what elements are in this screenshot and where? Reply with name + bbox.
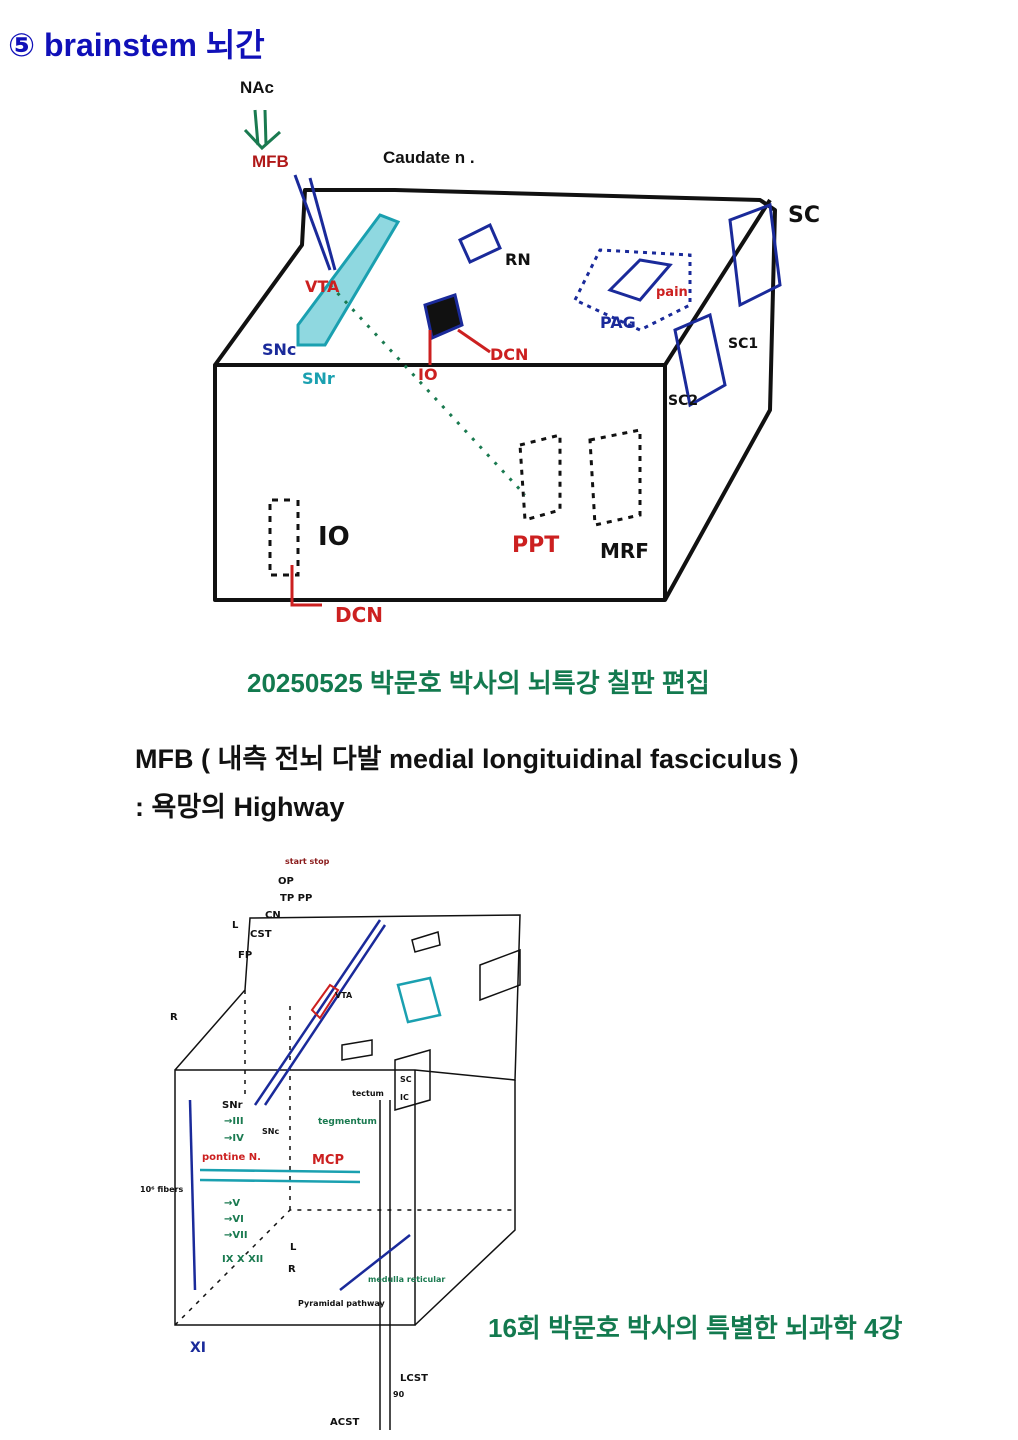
mcp-label: MCP	[312, 1153, 344, 1168]
l-label: L	[232, 920, 239, 931]
cn-label: CN	[265, 910, 281, 921]
nac-arrow-icon	[243, 109, 281, 151]
sc2-label: SC2	[668, 393, 698, 409]
ic-label: IC	[400, 1093, 409, 1102]
nac-label: NAc	[240, 78, 275, 97]
vta-label-2: VTA	[335, 991, 353, 1000]
io-label: IO	[318, 522, 350, 552]
caption-lecture-date: 20250525 박문호 박사의 뇌특강 칠판 편집	[247, 668, 710, 698]
cn-ix-x-xii-label: IX X XII	[222, 1254, 263, 1265]
snc-label-2: SNc	[262, 1127, 279, 1136]
cn-vi-label: →VI	[224, 1214, 244, 1225]
dcn-label: DCN	[335, 603, 383, 627]
cn-v-label: →V	[224, 1198, 240, 1209]
fp-label: FP	[238, 950, 252, 961]
percent-label: 90	[393, 1390, 405, 1399]
vta-label: VTA	[305, 277, 340, 296]
sc-label-2: SC	[400, 1075, 412, 1084]
sc1-label: SC1	[728, 336, 758, 352]
tegmentum-label: tegmentum	[318, 1117, 377, 1127]
snr-label: SNr	[302, 369, 335, 388]
cst-label: CST	[250, 929, 272, 940]
page-title: ⑤ brainstem 뇌간	[8, 27, 265, 63]
tectum-label: tectum	[352, 1089, 384, 1098]
brainstem-3d-sketch: start stop OP TP PP CN L CST FP R VTA SN…	[140, 857, 521, 1430]
lcst-label: LCST	[400, 1373, 428, 1384]
caudate-label: Caudate n .	[383, 148, 475, 167]
brainstem-sketch: VTA SNc SNr IO DCN RN PAG pain SC SC1 SC…	[213, 109, 820, 627]
sc-label: SC	[788, 203, 820, 228]
mfb-label: MFB	[252, 152, 289, 171]
start-stop-label: start stop	[285, 857, 330, 866]
op-label: OP	[278, 876, 294, 887]
mfb-definition: MFB ( 내측 전뇌 다발 medial longituidinal fasc…	[135, 744, 799, 774]
snc-label: SNc	[262, 340, 296, 359]
pain-label: pain	[656, 285, 688, 300]
snr-label-2: SNr	[222, 1100, 243, 1111]
io-small-label: IO	[418, 365, 438, 384]
pontine-label: pontine N.	[202, 1152, 261, 1163]
rn-label: RN	[505, 250, 531, 269]
pag-label: PAG	[600, 313, 636, 332]
dcn-top-label: DCN	[490, 345, 528, 364]
ppt-label: PPT	[512, 533, 559, 558]
mrf-label: MRF	[600, 539, 649, 563]
cn-iv-label: →IV	[224, 1133, 244, 1144]
mfb-bundle	[296, 213, 401, 347]
r-label: R	[170, 1012, 178, 1023]
fibers-label: 10⁶ fibers	[140, 1185, 183, 1194]
r-label-2: R	[288, 1264, 296, 1275]
cn-xi-label: XI	[190, 1340, 206, 1356]
mfb-subtitle: : 욕망의 Highway	[135, 792, 345, 822]
cn-iii-label: →III	[224, 1116, 244, 1127]
l-label-2: L	[290, 1242, 297, 1253]
tp-label: TP PP	[280, 893, 312, 904]
pyramidal-label: Pyramidal pathway	[298, 1299, 385, 1308]
medulla-label: medulla reticular	[368, 1275, 445, 1284]
cn-vii-label: →VII	[224, 1230, 248, 1241]
acst-label: ACST	[330, 1417, 359, 1428]
caption-lecture-series: 16회 박문호 박사의 특별한 뇌과학 4강	[488, 1313, 903, 1343]
